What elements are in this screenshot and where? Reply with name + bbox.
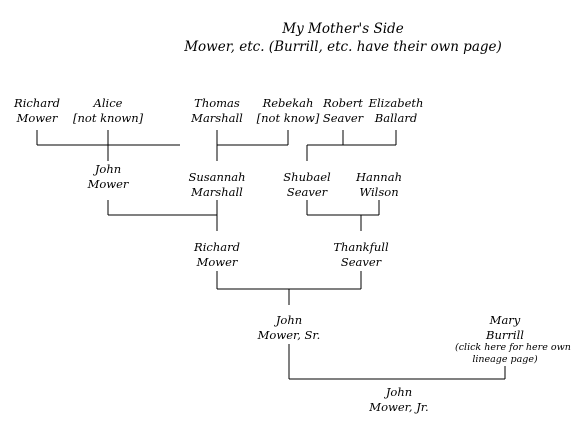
person-surname: Mower, Jr. <box>369 399 429 414</box>
person-john-mower-sr: John Mower, Sr. <box>254 313 324 342</box>
person-first-name: John <box>385 385 413 399</box>
person-surname: Seaver <box>340 254 382 269</box>
person-first-name: Rebekah <box>262 96 314 110</box>
person-john-mower-jr: John Mower, Jr. <box>364 385 434 414</box>
person-shubael-seaver: Shubael Seaver <box>277 170 337 199</box>
person-mary-burrill[interactable]: Mary Burrill (click here for here own li… <box>455 313 571 366</box>
person-first-name: John <box>94 162 122 176</box>
person-first-name: John <box>275 313 303 327</box>
person-rebekah: Rebekah [not know] <box>253 96 323 125</box>
person-surname: Burrill <box>486 327 524 342</box>
person-surname: Mower <box>16 110 58 125</box>
person-surname: Mower <box>87 176 129 191</box>
burrill-lineage-link[interactable]: (click here for here own <box>455 342 571 353</box>
person-first-name: Hannah <box>356 170 402 184</box>
person-surname: Ballard <box>374 110 418 125</box>
person-surname: Marshall <box>191 110 243 125</box>
person-surname: Wilson <box>359 184 399 199</box>
person-surname: Marshall <box>191 184 243 199</box>
person-susannah-marshall: Susannah Marshall <box>182 170 252 199</box>
person-surname: [not known] <box>73 110 144 125</box>
person-surname: Seaver <box>286 184 328 199</box>
person-richard-mower: Richard Mower <box>187 240 247 269</box>
person-surname: Seaver <box>322 110 364 125</box>
person-john-mower-elder: John Mower <box>78 162 138 191</box>
page-subtitle: Mower, etc. (Burrill, etc. have their ow… <box>184 39 502 55</box>
person-first-name: Mary <box>489 313 521 327</box>
person-first-name: Thomas <box>194 96 240 110</box>
person-first-name: Susannah <box>188 170 246 184</box>
person-hannah-wilson: Hannah Wilson <box>349 170 409 199</box>
person-first-name: Elizabeth <box>368 96 424 110</box>
person-robert-seaver: Robert Seaver <box>313 96 373 125</box>
person-alice: Alice [not known] <box>73 96 143 125</box>
burrill-lineage-link-continued[interactable]: lineage page) <box>472 354 538 365</box>
person-first-name: Thankfull <box>333 240 389 254</box>
person-richard-mower-elder: Richard Mower <box>7 96 67 125</box>
person-first-name: Robert <box>323 96 363 110</box>
person-surname: [not know] <box>256 110 320 125</box>
person-thomas-marshall: Thomas Marshall <box>187 96 247 125</box>
person-first-name: Shubael <box>283 170 331 184</box>
person-surname: Mower, Sr. <box>257 327 321 342</box>
person-first-name: Richard <box>14 96 60 110</box>
person-first-name: Alice <box>93 96 123 110</box>
person-thankfull-seaver: Thankfull Seaver <box>326 240 396 269</box>
page-title: My Mother's Side <box>282 21 404 37</box>
person-elizabeth-ballard: Elizabeth Ballard <box>361 96 431 125</box>
person-surname: Mower <box>196 254 238 269</box>
person-first-name: Richard <box>194 240 240 254</box>
